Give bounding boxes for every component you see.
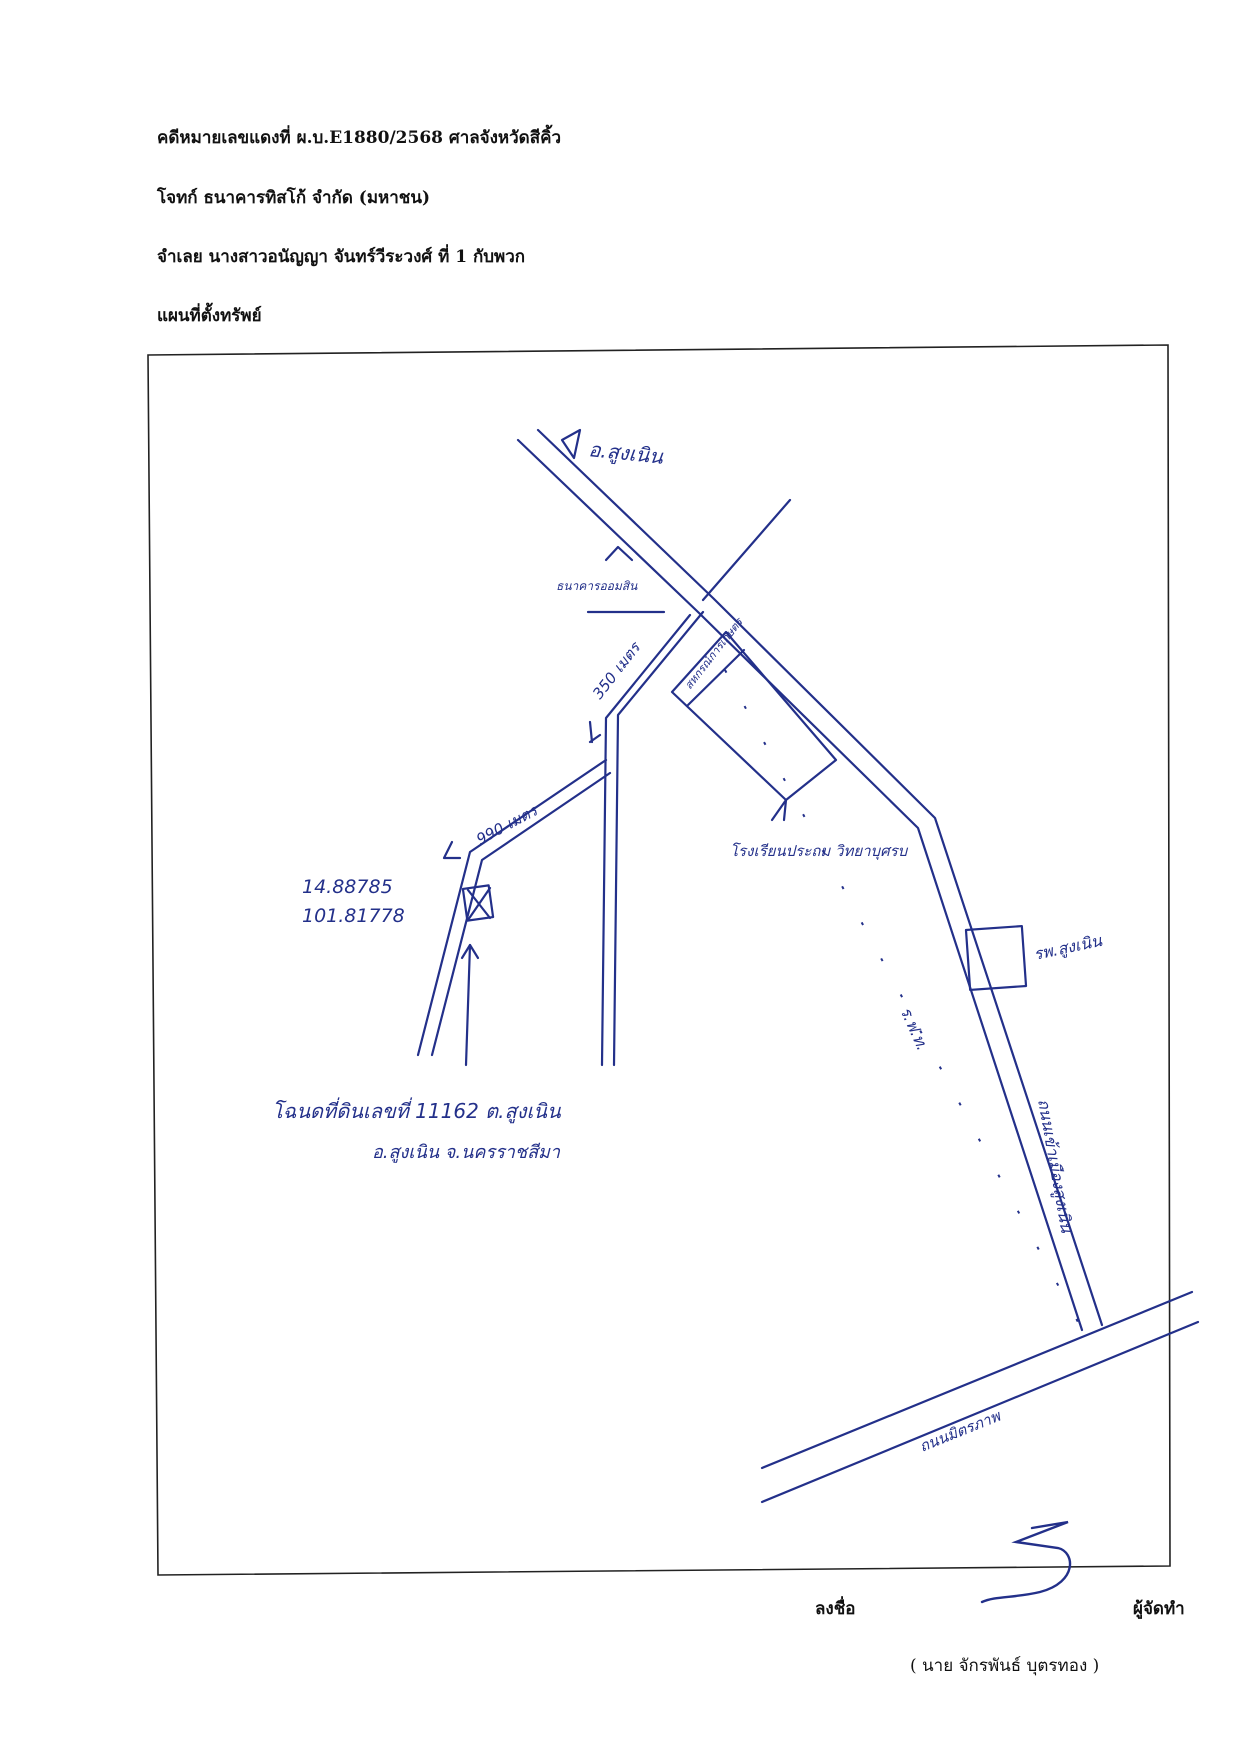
hospital-building	[964, 925, 1028, 991]
district-label: อ.สูงเนิน	[587, 437, 665, 470]
bank-label: ธนาคารออมสิน	[556, 579, 638, 593]
map-frame	[147, 344, 1171, 1576]
distance-arrow-990	[442, 840, 462, 860]
plaintiff-line: โจทก์ ธนาคารทิสโก้ จำกัด (มหาชน)	[157, 188, 430, 208]
school-compound	[670, 630, 838, 802]
map-title: แผนที่ตั้งทรัพย์	[157, 306, 262, 326]
defendant-line: จำเลย นางสาวอนัญญา จันทร์วีระวงศ์ ที่ 1 …	[157, 247, 526, 267]
deed-line-2: อ.สูงเนิน จ.นครราชสีมา	[372, 1142, 561, 1163]
bank-marker	[604, 545, 634, 562]
mittraphap-road-line-2	[760, 1320, 1200, 1504]
coop-divider	[686, 648, 746, 707]
property-marker-cross-2	[466, 886, 492, 922]
preparer-role-label: ผู้จัดทำ	[1133, 1599, 1185, 1619]
preparer-name: ( นาย จักรพันธ์ บุตรทอง )	[910, 1656, 1100, 1676]
school-label: โรงเรียนประถม วิทยาบุศรบ	[730, 842, 909, 860]
main-road-line-2	[536, 428, 1104, 1327]
case-number-line: คดีหมายเลขแดงที่ ผ.บ.E1880/2568 ศาลจังหว…	[157, 128, 562, 148]
main-road-line-1	[516, 438, 1084, 1332]
hospital-label: รพ.สูงเนิน	[1032, 931, 1105, 965]
signature-scribble	[980, 1520, 1072, 1604]
school-pointer	[770, 798, 788, 822]
side-road-line-2	[612, 610, 705, 1067]
road-mittraphap-label: ถนนมิตรภาพ	[917, 1407, 1004, 1456]
cross-road-line	[701, 498, 792, 602]
railway-line	[724, 669, 1079, 1323]
railway-label: ร.ฟ.ท.	[896, 1004, 932, 1054]
branch-road-line-1	[416, 758, 608, 1057]
arrow-head	[460, 943, 480, 960]
road-sungnoen-label: ถนนเข้าเมืองสูงเนิน	[1033, 1097, 1076, 1235]
sign-label: ลงชื่อ	[815, 1599, 856, 1619]
branch-road-line-2	[430, 771, 612, 1057]
side-road-line-1	[600, 613, 692, 1067]
property-marker	[461, 884, 495, 922]
arrow-shaft	[464, 943, 472, 1067]
district-triangle-icon	[560, 428, 582, 460]
mittraphap-road-line-1	[760, 1290, 1194, 1470]
distance-arrow-350	[586, 610, 666, 744]
latitude-label: 14.88785	[302, 876, 393, 898]
longitude-label: 101.81778	[302, 905, 405, 927]
deed-line-1: โฉนดที่ดินเลขที่ 11162 ต.สูงเนิน	[272, 1097, 562, 1124]
